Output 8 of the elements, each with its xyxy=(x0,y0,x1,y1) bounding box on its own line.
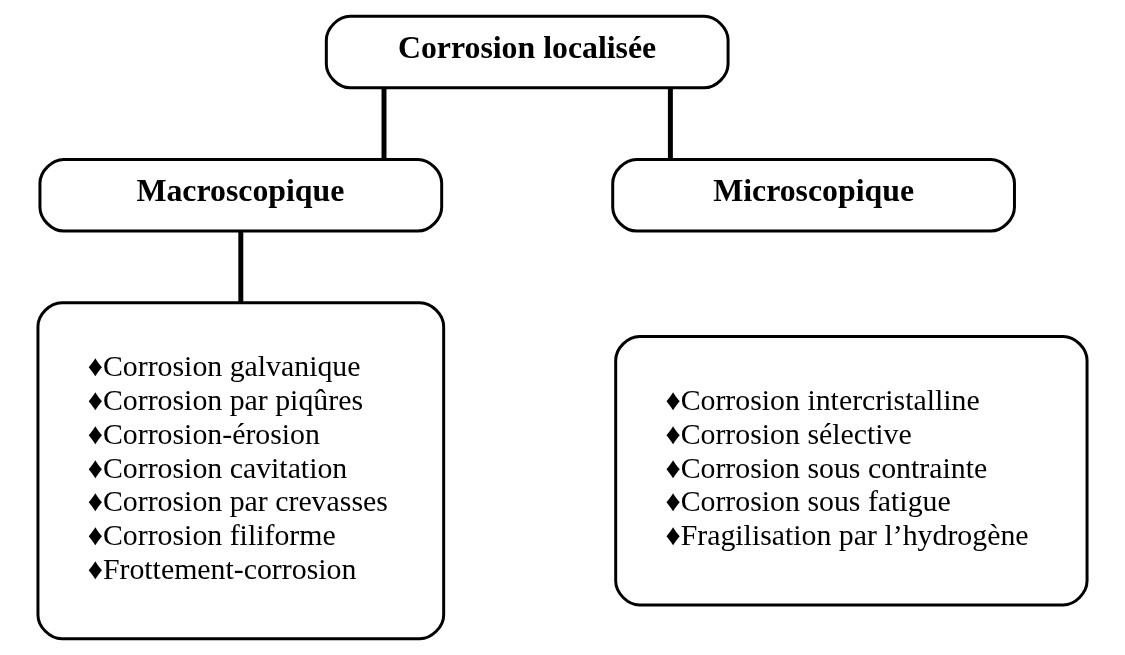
connector xyxy=(238,231,244,303)
node-box: Macroscopique xyxy=(38,157,444,233)
node-box: ♦Corrosion galvanique ♦Corrosion par piqûres ♦Corrosion-érosion ♦Corrosion cavitation ♦Corrosion par crevasses ♦Corrosion filiforme ♦Frottement-corrosion xyxy=(36,301,446,641)
node-box: Microscopique xyxy=(611,157,1016,233)
connector xyxy=(381,88,387,159)
connector xyxy=(667,88,673,159)
node-box: Corrosion localisée xyxy=(324,14,730,90)
node-box: ♦Corrosion intercristalline ♦Corrosion sélective ♦Corrosion sous contrainte ♦Corrosion sous fatigue ♦Fragilisation par l’hydrogène xyxy=(614,334,1089,607)
